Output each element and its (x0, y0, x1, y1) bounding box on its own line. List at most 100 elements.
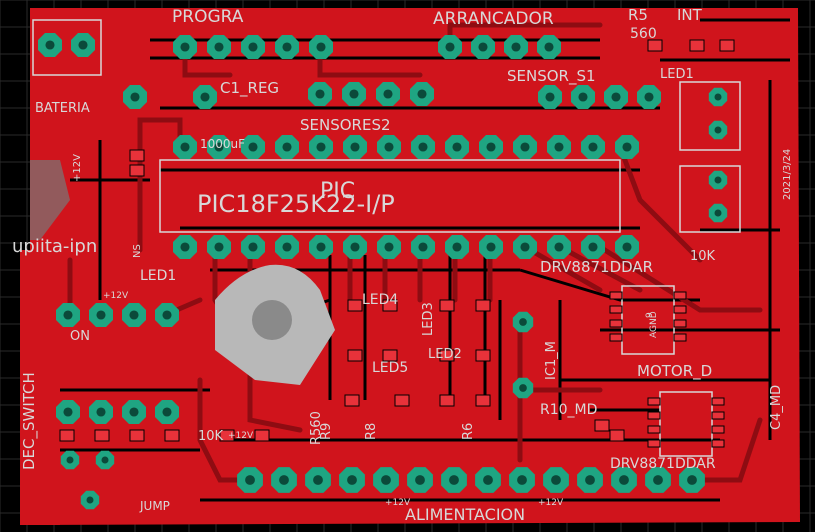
pad-hole (478, 42, 488, 52)
ic-pin (673, 305, 687, 314)
pad-hole (316, 142, 326, 152)
smd-pad (475, 394, 491, 407)
pad-hole (486, 142, 496, 152)
ic-pin (609, 333, 623, 342)
label-c4-md: C4_MD (769, 385, 784, 430)
label-drv-top: DRV8871DDAR (540, 258, 653, 276)
ic-pin (647, 397, 661, 406)
copper-trace (617, 144, 703, 263)
label-sensores2: SENSORES2 (300, 116, 391, 134)
pad-hole (350, 142, 360, 152)
label-ns: NS (132, 244, 143, 258)
smd-pad (219, 429, 235, 442)
pad-hole (554, 242, 564, 252)
smd-pad (609, 429, 625, 442)
copper-trace (597, 244, 763, 313)
pad-hole (511, 42, 521, 52)
pad-hole (63, 310, 73, 320)
label-alimentacion: ALIMENTACION (405, 505, 525, 524)
smd-pad (719, 39, 735, 52)
ic-pin (673, 333, 687, 342)
label-ic-value-top: 1000uF (200, 137, 245, 151)
pad-hole (486, 242, 496, 252)
label-r5: R5 (628, 6, 648, 24)
label-led4: LED4 (362, 292, 398, 308)
label-drv-bottom: DRV8871DDAR (610, 456, 716, 472)
pad-hole (714, 93, 722, 101)
ic-pin (673, 291, 687, 300)
ic-drv-bottom-outline (659, 391, 713, 457)
label-r-10k: 10K (198, 429, 224, 444)
pad-hole (282, 142, 292, 152)
label-twelve-v-5: +12V (538, 498, 564, 508)
pad-hole (200, 92, 210, 102)
smd-pad (394, 394, 410, 407)
smd-pad (647, 39, 663, 52)
label-twelve-v: +12V (72, 154, 83, 182)
pad-hole (445, 42, 455, 52)
pad-hole (162, 407, 172, 417)
pad-hole (520, 242, 530, 252)
pad-hole (129, 310, 139, 320)
pad-hole (517, 475, 527, 485)
copper-trace (522, 244, 603, 293)
label-r8: R8 (364, 423, 379, 440)
pad-hole (214, 42, 224, 52)
pad-hole (248, 42, 258, 52)
smd-pad (347, 349, 363, 362)
label-led5: LED5 (372, 360, 408, 376)
logo-ipn-mark (30, 160, 70, 240)
pad-hole (578, 92, 588, 102)
label-led1-left: LED1 (140, 268, 176, 284)
pad-hole (611, 92, 621, 102)
pad-hole (282, 242, 292, 252)
smd-pad (347, 299, 363, 312)
smd-pad (129, 149, 145, 162)
pad-hole (588, 142, 598, 152)
pad-hole (644, 92, 654, 102)
pad-hole (384, 242, 394, 252)
label-r9: R9 (319, 423, 334, 440)
ic-pin (609, 291, 623, 300)
pad-hole (417, 89, 427, 99)
pad-hole (452, 242, 462, 252)
pad-hole (383, 89, 393, 99)
label-r6: R6 (461, 423, 476, 440)
label-pic-part: PIC18F25K22-I/P (197, 190, 395, 218)
pad-hole (350, 242, 360, 252)
label-twelve-v-4: +12V (385, 498, 411, 508)
label-r5-value: 560 (630, 26, 657, 42)
pad-hole (449, 475, 459, 485)
pad-hole (384, 142, 394, 152)
label-twelve-v-3: +12V (228, 431, 254, 441)
pad-hole (653, 475, 663, 485)
pad-hole (96, 407, 106, 417)
pad-hole (585, 475, 595, 485)
pad-hole (381, 475, 391, 485)
pad-hole (520, 142, 530, 152)
ic-pin (711, 425, 725, 434)
pad-hole (619, 475, 629, 485)
label-bateria: BATERIA (35, 101, 90, 116)
label-int: INT (677, 6, 703, 24)
label-progra: PROGRA (172, 7, 244, 27)
pad-hole (315, 89, 325, 99)
pad-hole (418, 142, 428, 152)
pad-hole (214, 142, 224, 152)
label-nine: 9 (645, 312, 655, 318)
pad-hole (129, 407, 139, 417)
pad-hole (245, 475, 255, 485)
pad-hole (551, 475, 561, 485)
pad-hole (180, 42, 190, 52)
pad-hole (101, 456, 109, 464)
smd-parts (30, 19, 741, 457)
pad-hole (544, 42, 554, 52)
pad-hole (313, 475, 323, 485)
label-r10-md: R10_MD (540, 402, 597, 418)
pad-hole (519, 318, 527, 326)
pad-hole (96, 310, 106, 320)
pad-hole (545, 92, 555, 102)
pad-hole (415, 475, 425, 485)
